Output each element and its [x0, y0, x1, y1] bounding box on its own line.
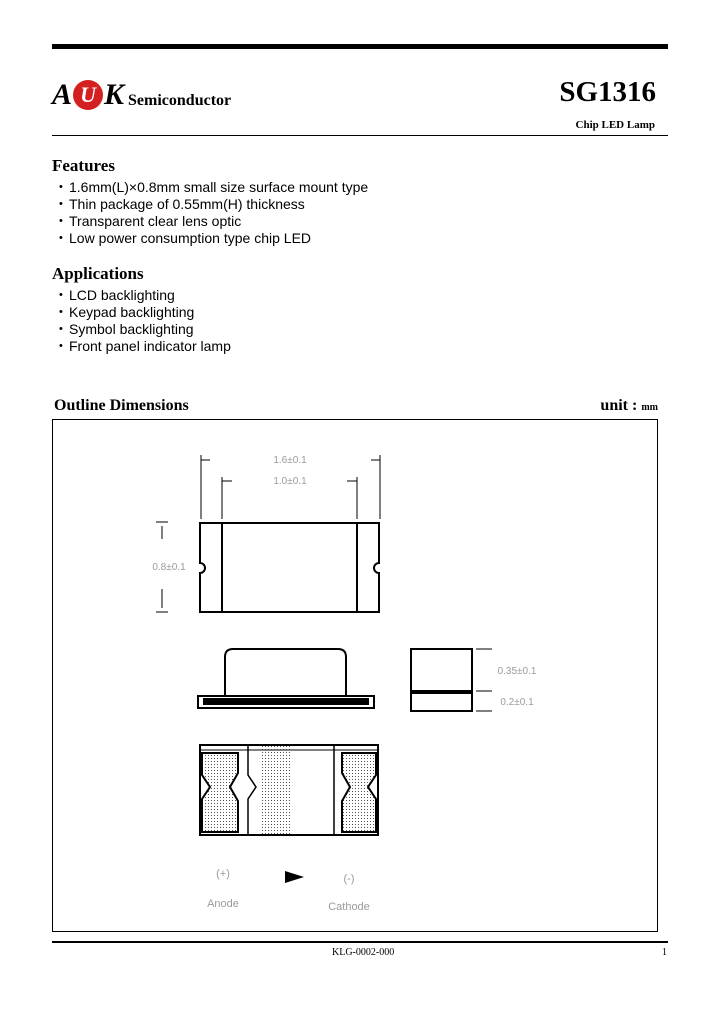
features-title: Features	[52, 156, 115, 175]
header-rule	[52, 135, 668, 136]
anode-label: Anode	[207, 898, 239, 910]
side-view	[197, 648, 375, 709]
application-item: Front panel indicator lamp	[58, 338, 231, 355]
logo-letter-k: K	[104, 78, 125, 111]
application-item: Keypad backlighting	[58, 304, 231, 321]
bottom-view	[199, 744, 379, 836]
document-code: KLG-0002-000	[332, 947, 395, 958]
feature-item: Transparent clear lens optic	[58, 213, 368, 230]
end-view-dimension-lines	[476, 648, 492, 712]
features-list: 1.6mm(L)×0.8mm small size surface mount …	[58, 179, 368, 247]
cathode-label: Cathode	[328, 901, 370, 913]
logo-letter-a: A	[52, 78, 73, 111]
polarity-symbol	[285, 871, 304, 883]
applications-title: Applications	[52, 264, 144, 283]
dim-width: 0.8±0.1	[152, 562, 186, 573]
top-view	[199, 522, 380, 613]
dim-length: 1.6±0.1	[273, 455, 307, 466]
logo-letter-u: U	[73, 80, 104, 110]
outline-drawing: 1.6±0.1 1.0±0.1 0.8±0.1 0.35±0.1 0.2±0.1	[152, 455, 537, 913]
footer-rule	[52, 941, 668, 943]
unit-value: mm	[641, 402, 658, 413]
end-view	[410, 648, 473, 712]
cathode-number: (-)	[344, 873, 355, 885]
application-item: Symbol backlighting	[58, 321, 231, 338]
logo-subtext: Semiconductor	[128, 92, 232, 109]
unit-label: unit : mm	[600, 397, 658, 415]
part-number: SG1316	[559, 76, 656, 108]
dim-height: 0.35±0.1	[498, 666, 537, 677]
top-rule	[52, 44, 668, 49]
feature-item: Thin package of 0.55mm(H) thickness	[58, 196, 368, 213]
page-number: 1	[662, 947, 667, 958]
top-dimension-lines	[156, 455, 381, 613]
dim-inner: 1.0±0.1	[273, 476, 307, 487]
product-subtitle: Chip LED Lamp	[575, 119, 655, 131]
unit-prefix: unit :	[600, 397, 642, 414]
applications-list: LCD backlighting Keypad backlighting Sym…	[58, 287, 231, 355]
dim-base: 0.2±0.1	[500, 697, 534, 708]
feature-item: 1.6mm(L)×0.8mm small size surface mount …	[58, 179, 368, 196]
outline-drawing-frame	[52, 419, 658, 932]
anode-number: (+)	[216, 868, 230, 880]
feature-item: Low power consumption type chip LED	[58, 230, 368, 247]
outline-title: Outline Dimensions	[54, 397, 189, 414]
application-item: LCD backlighting	[58, 287, 231, 304]
